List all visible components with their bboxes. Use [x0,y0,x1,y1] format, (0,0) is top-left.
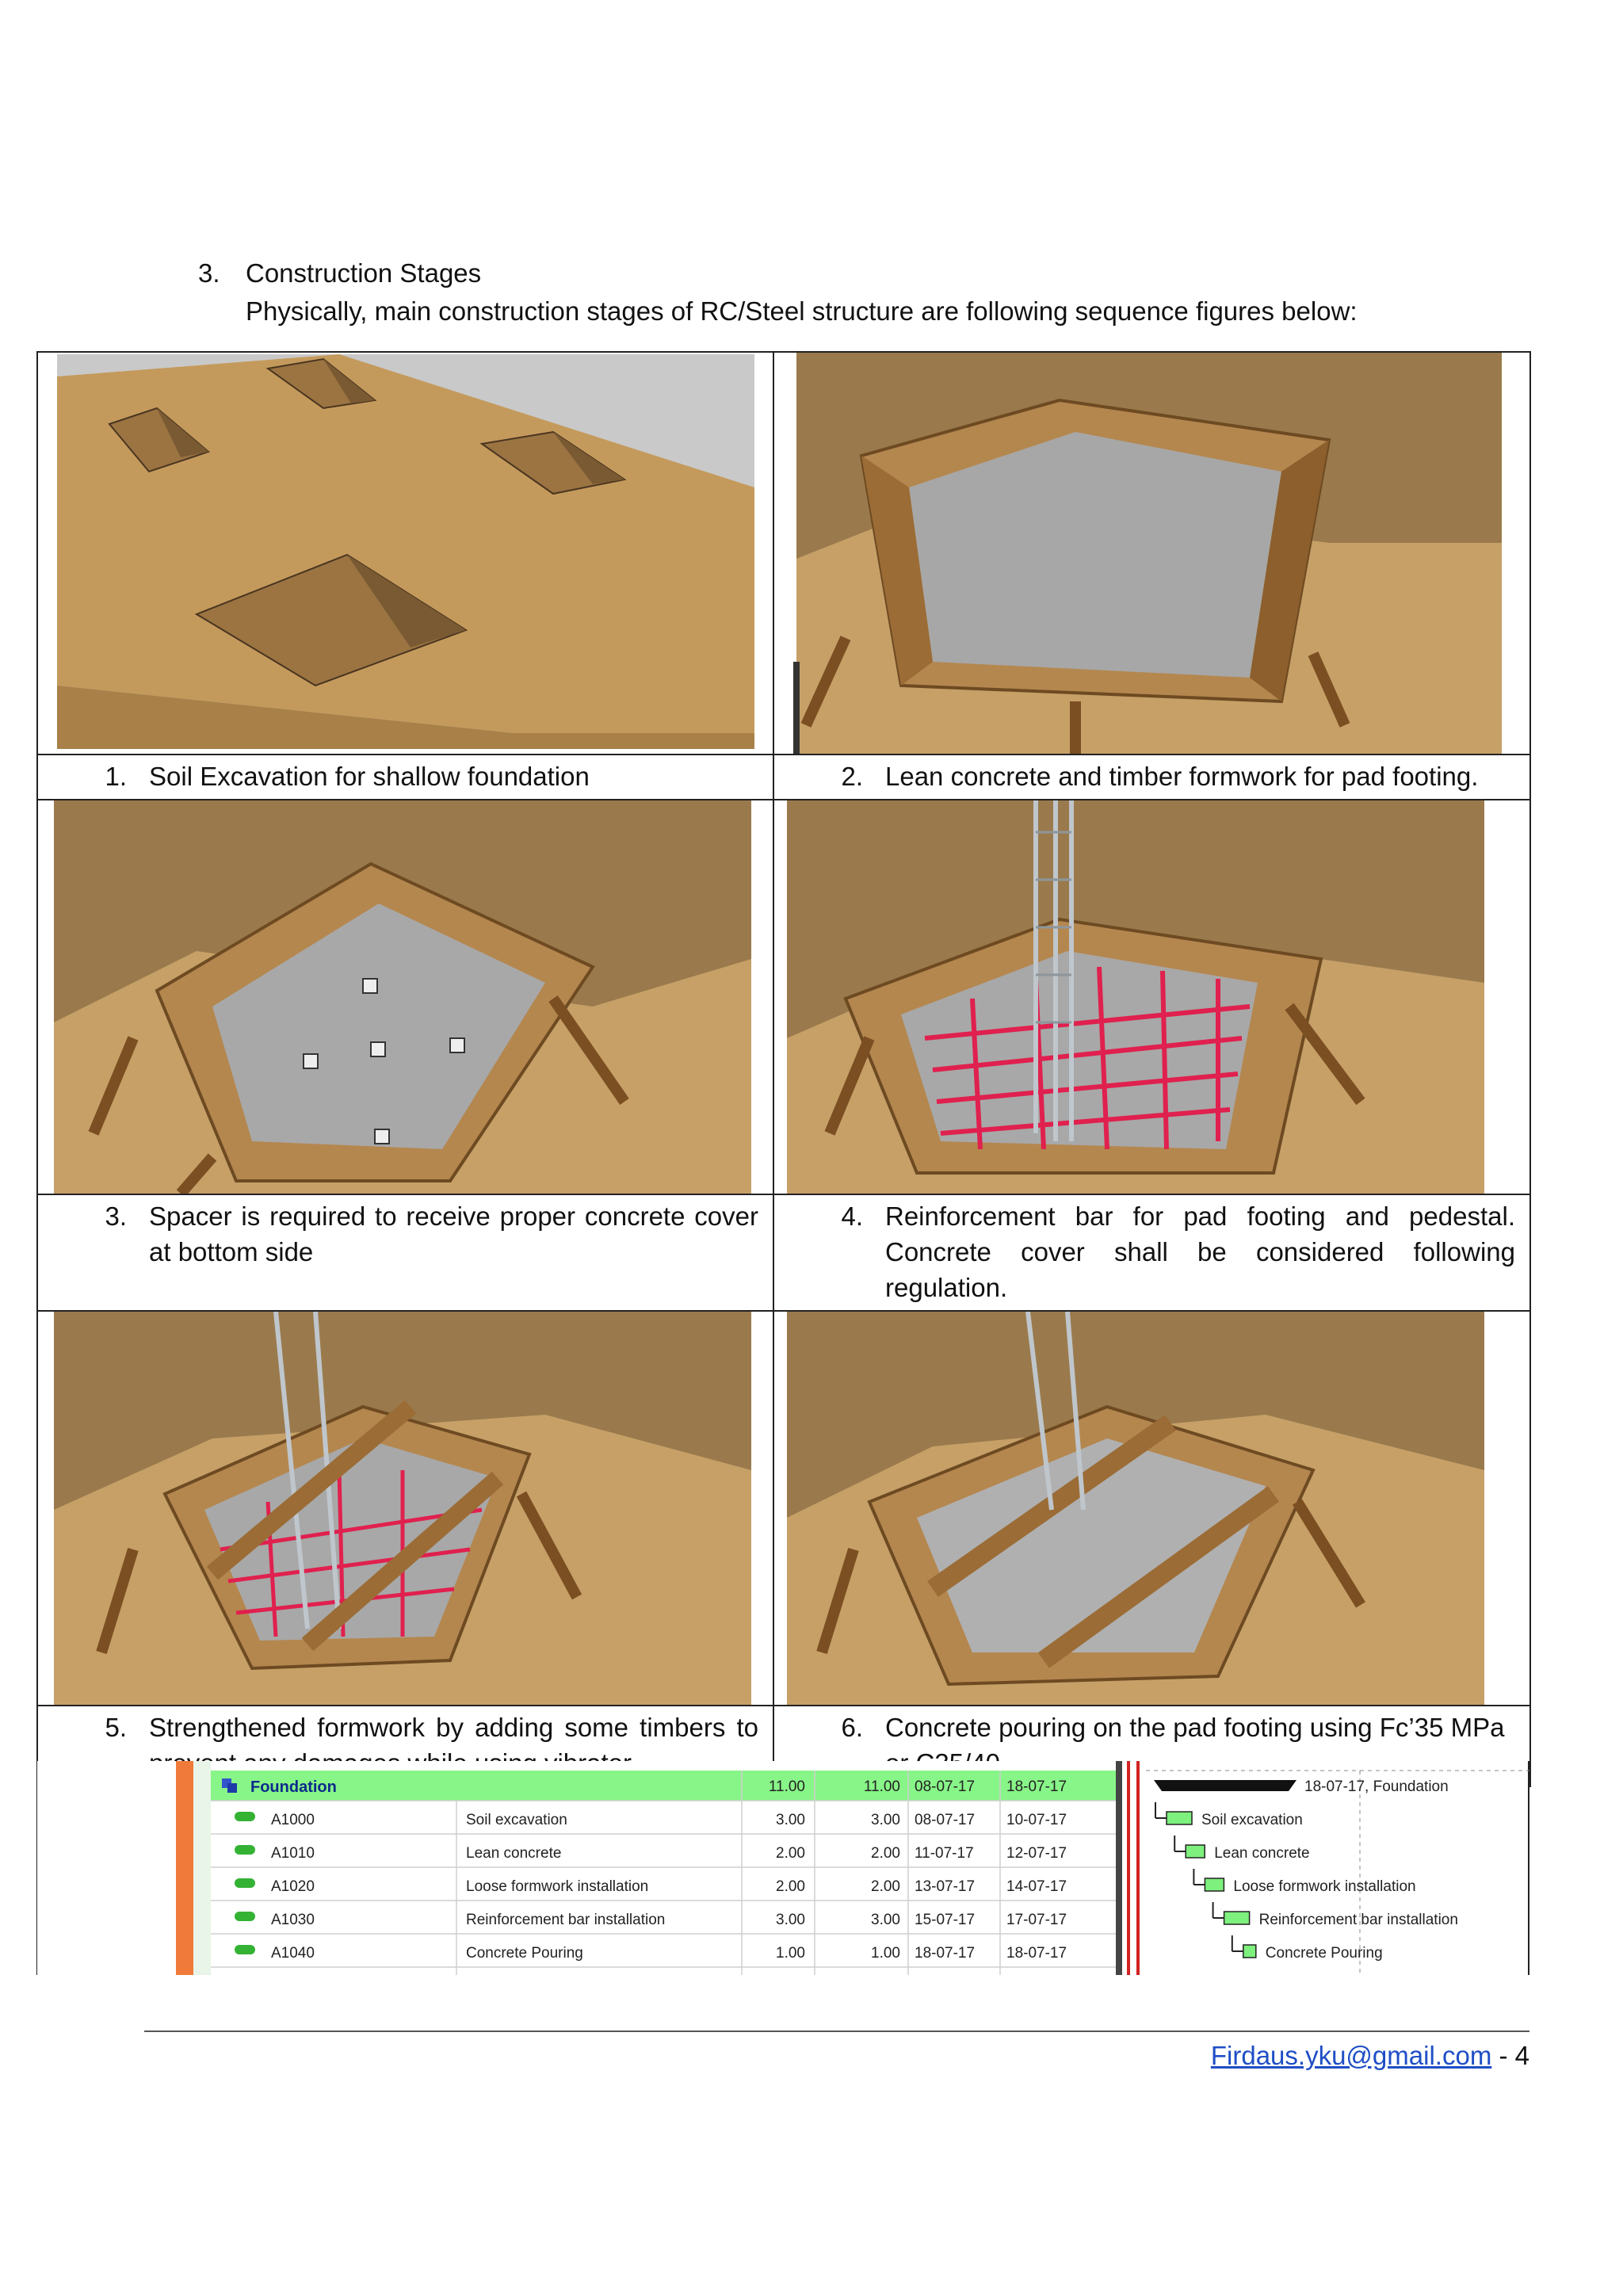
activity-start: 13-07-17 [915,1878,975,1895]
activity-orig-dur: 2.00 [776,1878,805,1895]
stage-4-text: Reinforcement bar for pad footing and pe… [885,1201,1515,1302]
activity-orig-dur: 2.00 [776,1845,805,1862]
activity-bar-label: Loose formwork installation [1233,1878,1415,1895]
summary-bar-label: 18-07-17, Foundation [1304,1778,1449,1795]
stage-2-lean-concrete-illustration [774,353,1529,754]
activity-bar-label: Concrete Pouring [1266,1945,1383,1962]
stage-5-image-cell [36,1310,774,1706]
schedule-gantt-chart: Foundation 11.00 11.00 08-07-17 18-07-17… [36,1761,1529,1975]
activity-finish: 18-07-17 [1006,1945,1067,1962]
activity-bar-label: Soil excavation [1201,1812,1303,1828]
activity-orig-dur: 3.00 [776,1912,805,1928]
stage-6-image-cell [773,1310,1531,1706]
summary-rem-dur: 11.00 [864,1778,900,1795]
activity-start: 11-07-17 [915,1845,974,1862]
activity-start: 15-07-17 [915,1912,975,1928]
activity-rem-dur: 3.00 [871,1812,900,1828]
section-heading: 3. Construction Stages [198,255,481,292]
stage-4-image-cell [773,799,1531,1195]
activity-finish: 12-07-17 [1006,1845,1067,1862]
schedule-gantt-strip: Foundation 11.00 11.00 08-07-17 18-07-17… [36,1761,1529,1975]
page-number: 4 [1514,2041,1529,2070]
section-intro: Physically, main construction stages of … [246,296,1358,326]
activity-bar-label: Reinforcement bar installation [1259,1912,1458,1928]
activity-bar [1185,1844,1205,1859]
stage-1-number: 1. [105,762,127,791]
stage-1-image-cell [36,351,774,755]
stage-3-caption: 3. Spacer is required to receive proper c… [38,1195,773,1274]
activity-finish: 17-07-17 [1006,1912,1067,1928]
activity-id: A1030 [271,1912,315,1928]
activity-id: A1020 [271,1878,315,1895]
stage-6-number: 6. [841,1713,863,1742]
stage-6-concrete-pouring-illustration [774,1312,1529,1705]
summary-start: 08-07-17 [915,1778,975,1795]
activity-rem-dur: 1.00 [871,1945,900,1962]
stage-3-text: Spacer is required to receive proper con… [149,1201,758,1266]
activity-name: Loose formwork installation [466,1878,648,1895]
stage-1-excavation-illustration [38,353,773,754]
stage-1-text: Soil Excavation for shallow foundation [149,762,590,791]
stage-2-image-cell [773,351,1531,755]
stage-2-caption: 2. Lean concrete and timber formwork for … [774,755,1529,799]
activity-rem-dur: 2.00 [871,1878,900,1895]
summary-name: Foundation [250,1778,337,1796]
activity-finish: 14-07-17 [1006,1878,1067,1895]
footer-divider [144,2030,1529,2032]
stage-3-spacer-illustration [38,800,773,1194]
activity-bar [1204,1878,1225,1892]
stage-3-image-cell [36,799,774,1195]
stage-3-number: 3. [105,1201,127,1231]
section-number: 3. [198,258,220,288]
activity-rem-dur: 2.00 [871,1845,900,1862]
page-footer: Firdaus.yku@gmail.com - 4 [1211,2038,1529,2073]
activity-orig-dur: 1.00 [776,1945,805,1962]
activity-start: 18-07-17 [915,1945,975,1962]
stage-4-reinforcement-illustration [774,800,1529,1194]
activity-id: A1000 [271,1812,315,1828]
activity-id: A1040 [271,1945,315,1962]
activity-finish: 10-07-17 [1006,1812,1067,1828]
activity-name: Lean concrete [466,1845,561,1862]
activity-id: A1010 [271,1845,315,1862]
construction-stages-table: 1. Soil Excavation for shallow foundation… [36,351,1531,1787]
stage-2-number: 2. [841,762,863,791]
stage-1-caption: 1. Soil Excavation for shallow foundation [38,755,773,799]
stage-5-number: 5. [105,1713,127,1742]
author-email-link[interactable]: Firdaus.yku@gmail.com [1210,2041,1492,2070]
stage-4-number: 4. [841,1201,863,1231]
activity-orig-dur: 3.00 [776,1812,805,1828]
summary-finish: 18-07-17 [1006,1778,1067,1795]
activity-bar [1223,1911,1251,1925]
footer-separator: - [1491,2041,1515,2070]
activity-bar [1243,1944,1257,1958]
stage-5-strengthened-formwork-illustration [38,1312,773,1705]
activity-bar-label: Lean concrete [1214,1845,1309,1862]
activity-bar [1166,1811,1193,1825]
summary-orig-dur: 11.00 [769,1778,805,1795]
activity-name: Soil excavation [466,1812,567,1828]
section-title: Construction Stages [246,258,482,288]
stage-2-text: Lean concrete and timber formwork for pa… [885,762,1479,791]
activity-name: Reinforcement bar installation [466,1912,665,1928]
activity-rem-dur: 3.00 [871,1912,900,1928]
activity-start: 08-07-17 [915,1812,975,1828]
activity-name: Concrete Pouring [466,1945,583,1962]
stage-4-caption: 4. Reinforcement bar for pad footing and … [774,1195,1529,1310]
